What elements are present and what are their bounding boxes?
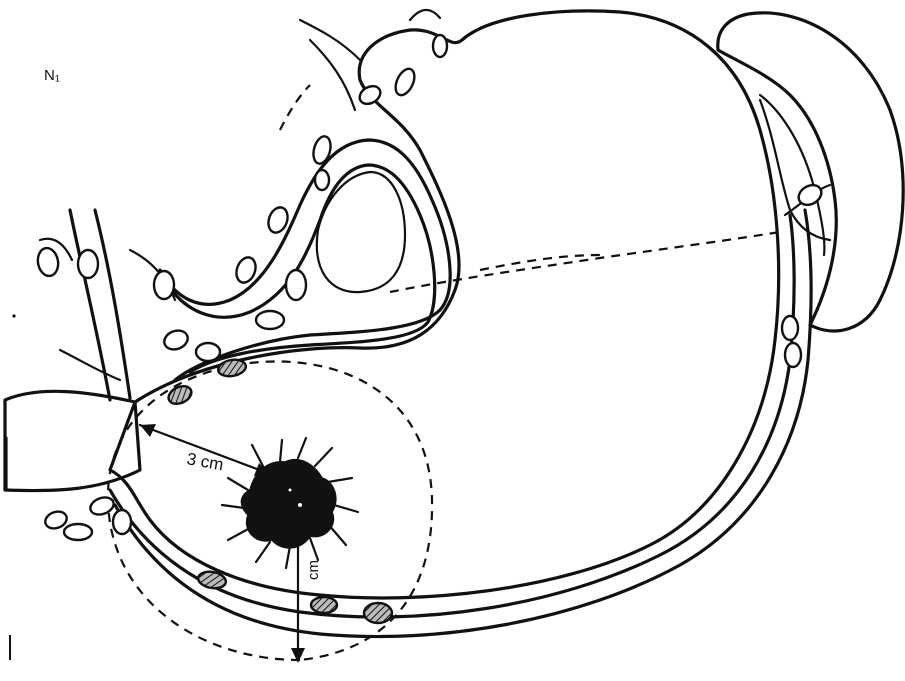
lesser-curvature-vessel-inner <box>170 165 435 372</box>
stray-dot <box>12 314 15 317</box>
distance-label-vertical: cm <box>305 560 322 580</box>
lymph-nodes-normal <box>36 35 825 540</box>
left-gastric-loop <box>317 172 405 292</box>
dashed-vessel <box>280 85 310 130</box>
hepatic-vessel-1 <box>70 210 110 400</box>
vertical-distance-arrow <box>291 540 305 663</box>
distance-label-3cm: 3 cm <box>185 449 225 474</box>
vessel-branch-3 <box>60 350 120 380</box>
tumor <box>222 438 358 568</box>
vessel-branch-6 <box>410 10 440 20</box>
corner-label: N₁ <box>44 67 60 84</box>
